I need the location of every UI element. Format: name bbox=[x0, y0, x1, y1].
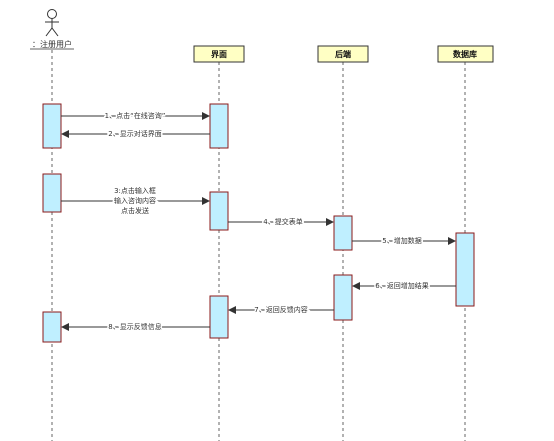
activation-user-1 bbox=[42, 103, 62, 149]
message-4-label: 4、提交表单 bbox=[263, 217, 302, 226]
message-8-label: 8、显示反馈信息 bbox=[108, 322, 161, 331]
activation-user-2 bbox=[42, 173, 62, 213]
message-2-label: 2、显示对话界面 bbox=[108, 129, 161, 138]
participant-backend-label: 后端 bbox=[335, 49, 351, 59]
activation-ui-1 bbox=[209, 103, 229, 149]
actor-icon bbox=[45, 9, 59, 37]
participant-db-label: 数据库 bbox=[453, 49, 477, 59]
participant-ui-label: 界面 bbox=[211, 49, 227, 59]
message-7-label: 7、返回反馈内容 bbox=[254, 305, 307, 314]
activation-db-1 bbox=[455, 232, 475, 307]
message-1-label: 1、点击“在线咨询” bbox=[105, 111, 166, 120]
message-3-label-line2: 输入咨询内容 bbox=[114, 196, 156, 205]
message-3-label-line3: 点击发送 bbox=[121, 206, 149, 215]
participant-db: 数据库 bbox=[437, 45, 494, 63]
activation-backend-2 bbox=[333, 274, 353, 321]
activation-user-3 bbox=[42, 311, 62, 343]
participant-backend: 后端 bbox=[317, 45, 369, 63]
participant-ui: 界面 bbox=[193, 45, 245, 63]
activation-backend-1 bbox=[333, 215, 353, 251]
activation-ui-3 bbox=[209, 295, 229, 339]
actor-label: ：注册用户 bbox=[32, 39, 72, 49]
message-6-label: 6、返回增加结果 bbox=[375, 281, 428, 290]
message-5-label: 5、增加数据 bbox=[382, 236, 421, 245]
message-3-label-line1: 3:点击输入框 bbox=[114, 186, 156, 195]
activation-ui-2 bbox=[209, 191, 229, 231]
